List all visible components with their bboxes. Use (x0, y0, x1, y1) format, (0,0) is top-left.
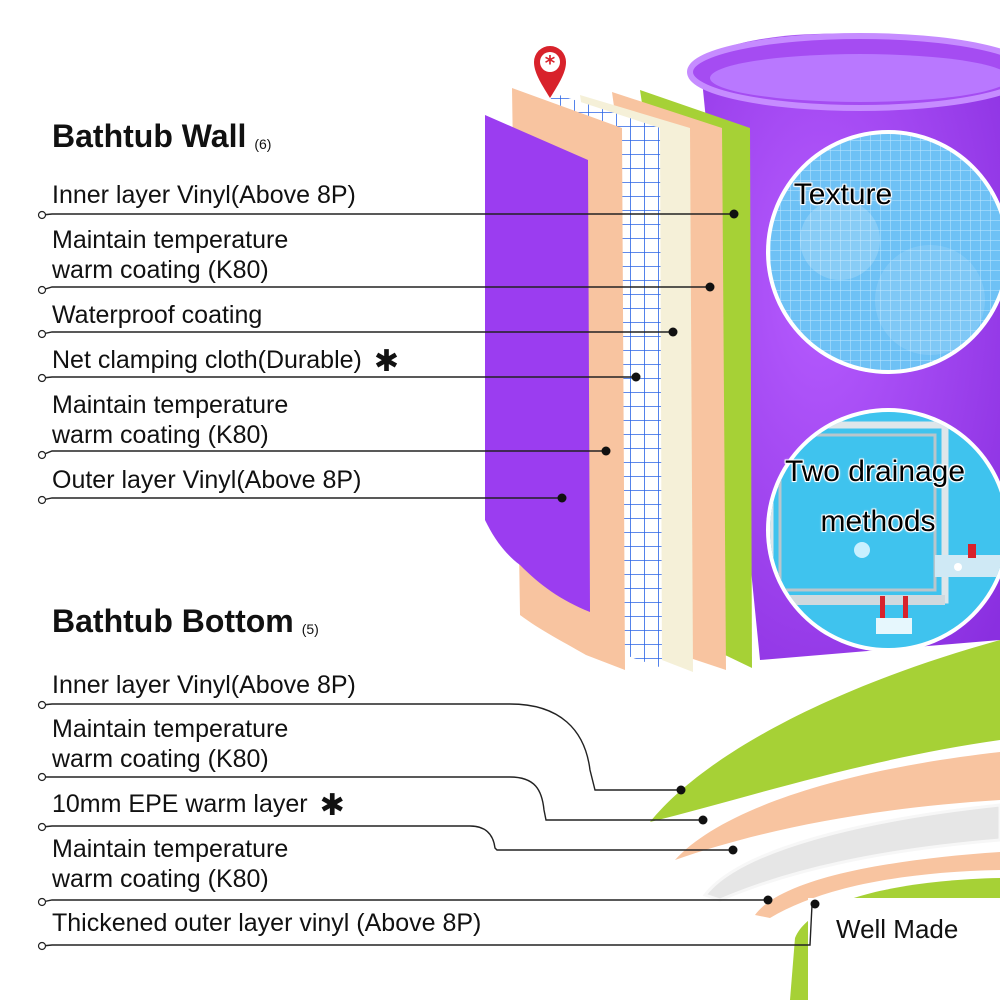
texture-badge (766, 130, 1000, 374)
bottom-leader-lines (41, 703, 813, 947)
wall-layer-count: (6) (254, 136, 272, 152)
drainage-label-line2: methods (820, 505, 936, 538)
wall-title-text: Bathtub Wall (52, 118, 247, 154)
bottom-title-text: Bathtub Bottom (52, 603, 294, 639)
bottom-layer-warm-coating-2 (755, 852, 1000, 918)
bottom-leader-dots (37, 700, 820, 951)
wall-layer-label: Outer layer Vinyl(Above 8P) (52, 465, 361, 495)
label-line: warm coating (K80) (52, 745, 269, 773)
label-line: Inner layer Vinyl(Above 8P) (52, 671, 356, 699)
label-line: Maintain temperature (52, 226, 289, 254)
well-made-label: Well Made (836, 914, 959, 944)
asterisk-icon: ✱ (373, 344, 399, 379)
wall-section-title: Bathtub Wall (6) (52, 120, 271, 152)
label-line: Net clamping cloth(Durable) (52, 346, 362, 374)
bottom-layer-inner-vinyl (650, 640, 1000, 822)
bottom-layer-count: (5) (301, 621, 319, 637)
bottom-layer-label: 10mm EPE warm layer ✱ (52, 789, 345, 821)
label-line: Maintain temperature (52, 835, 289, 863)
map-pin-asterisk-icon: * (534, 46, 566, 98)
bottom-layer-epe (702, 803, 1000, 902)
bottom-layer-label: Inner layer Vinyl(Above 8P) (52, 670, 356, 700)
label-line: Waterproof coating (52, 301, 263, 329)
wall-layer-outer-vinyl (485, 115, 590, 612)
label-line: 10mm EPE warm layer (52, 790, 308, 818)
wall-leader-dots (37, 209, 739, 505)
bottom-section-title: Bathtub Bottom (5) (52, 605, 319, 637)
asterisk-icon: ✱ (319, 788, 345, 823)
drainage-label-line1: Two drainage (784, 455, 966, 488)
wall-layer-label: Net clamping cloth(Durable) ✱ (52, 345, 399, 377)
label-line: Maintain temperature (52, 715, 289, 743)
label-line: Outer layer Vinyl(Above 8P) (52, 466, 362, 494)
svg-text:*: * (545, 51, 556, 75)
label-line: warm coating (K80) (52, 421, 269, 449)
label-line: warm coating (K80) (52, 256, 269, 284)
bottom-layer-label: Thickened outer layer vinyl (Above 8P) (52, 908, 481, 938)
bottom-layer-stack (650, 640, 1000, 1000)
bottom-layer-warm-coating-1 (675, 752, 1000, 860)
label-line: Maintain temperature (52, 391, 289, 419)
drainage-badge (766, 408, 1000, 652)
label-line: warm coating (K80) (52, 865, 269, 893)
wall-layer-label: Waterproof coating (52, 300, 262, 330)
label-line: Inner layer Vinyl(Above 8P) (52, 181, 356, 209)
texture-label: Texture (793, 178, 893, 211)
wall-layer-label: Inner layer Vinyl(Above 8P) (52, 180, 356, 210)
wall-layer-stack (485, 88, 752, 672)
label-line: Thickened outer layer vinyl (Above 8P) (52, 909, 482, 937)
